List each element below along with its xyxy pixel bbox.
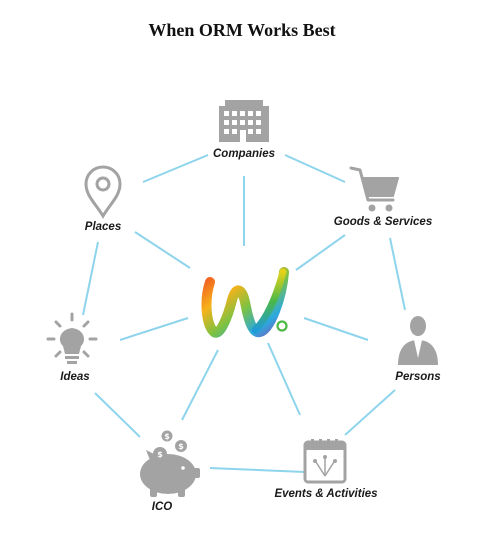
diagram-title: When ORM Works Best	[148, 20, 336, 40]
node-label-places: Places	[84, 221, 122, 233]
node-label-ideas: Ideas	[60, 371, 90, 383]
svg-text:$: $	[157, 450, 163, 459]
map-pin-icon	[84, 165, 122, 219]
shopping-cart-icon	[349, 166, 399, 212]
connector-ico-ideas	[94, 392, 141, 438]
spoke-goods	[295, 234, 346, 271]
connector-ideas-places	[82, 241, 99, 316]
spoke-ideas	[119, 317, 189, 341]
node-label-ico: ICO	[151, 501, 173, 513]
spoke-events	[267, 342, 301, 416]
connector-companies-goods	[284, 154, 346, 183]
piggy-bank-icon: $ $ $	[140, 430, 200, 497]
node-label-persons: Persons	[395, 371, 441, 383]
connector-goods-persons	[389, 237, 406, 311]
connector-events-ico	[209, 467, 306, 473]
svg-text:$: $	[178, 442, 184, 451]
calendar-icon	[303, 439, 347, 484]
person-icon	[398, 316, 438, 365]
wc-logo-icon	[201, 267, 289, 338]
spoke-ico	[181, 349, 219, 421]
connector-places-companies	[142, 154, 209, 183]
ring-connectors	[82, 154, 406, 473]
svg-text:$: $	[164, 432, 170, 441]
node-label-goods-services: Goods & Services	[333, 216, 433, 228]
node-label-events-activities: Events & Activities	[274, 488, 378, 500]
lightbulb-icon	[46, 312, 98, 364]
connector-persons-events	[344, 389, 396, 436]
node-label-companies: Companies	[213, 148, 275, 160]
spoke-persons	[303, 317, 369, 341]
spoke-connectors	[119, 176, 369, 421]
spoke-places	[134, 231, 191, 269]
building-icon	[219, 100, 269, 142]
